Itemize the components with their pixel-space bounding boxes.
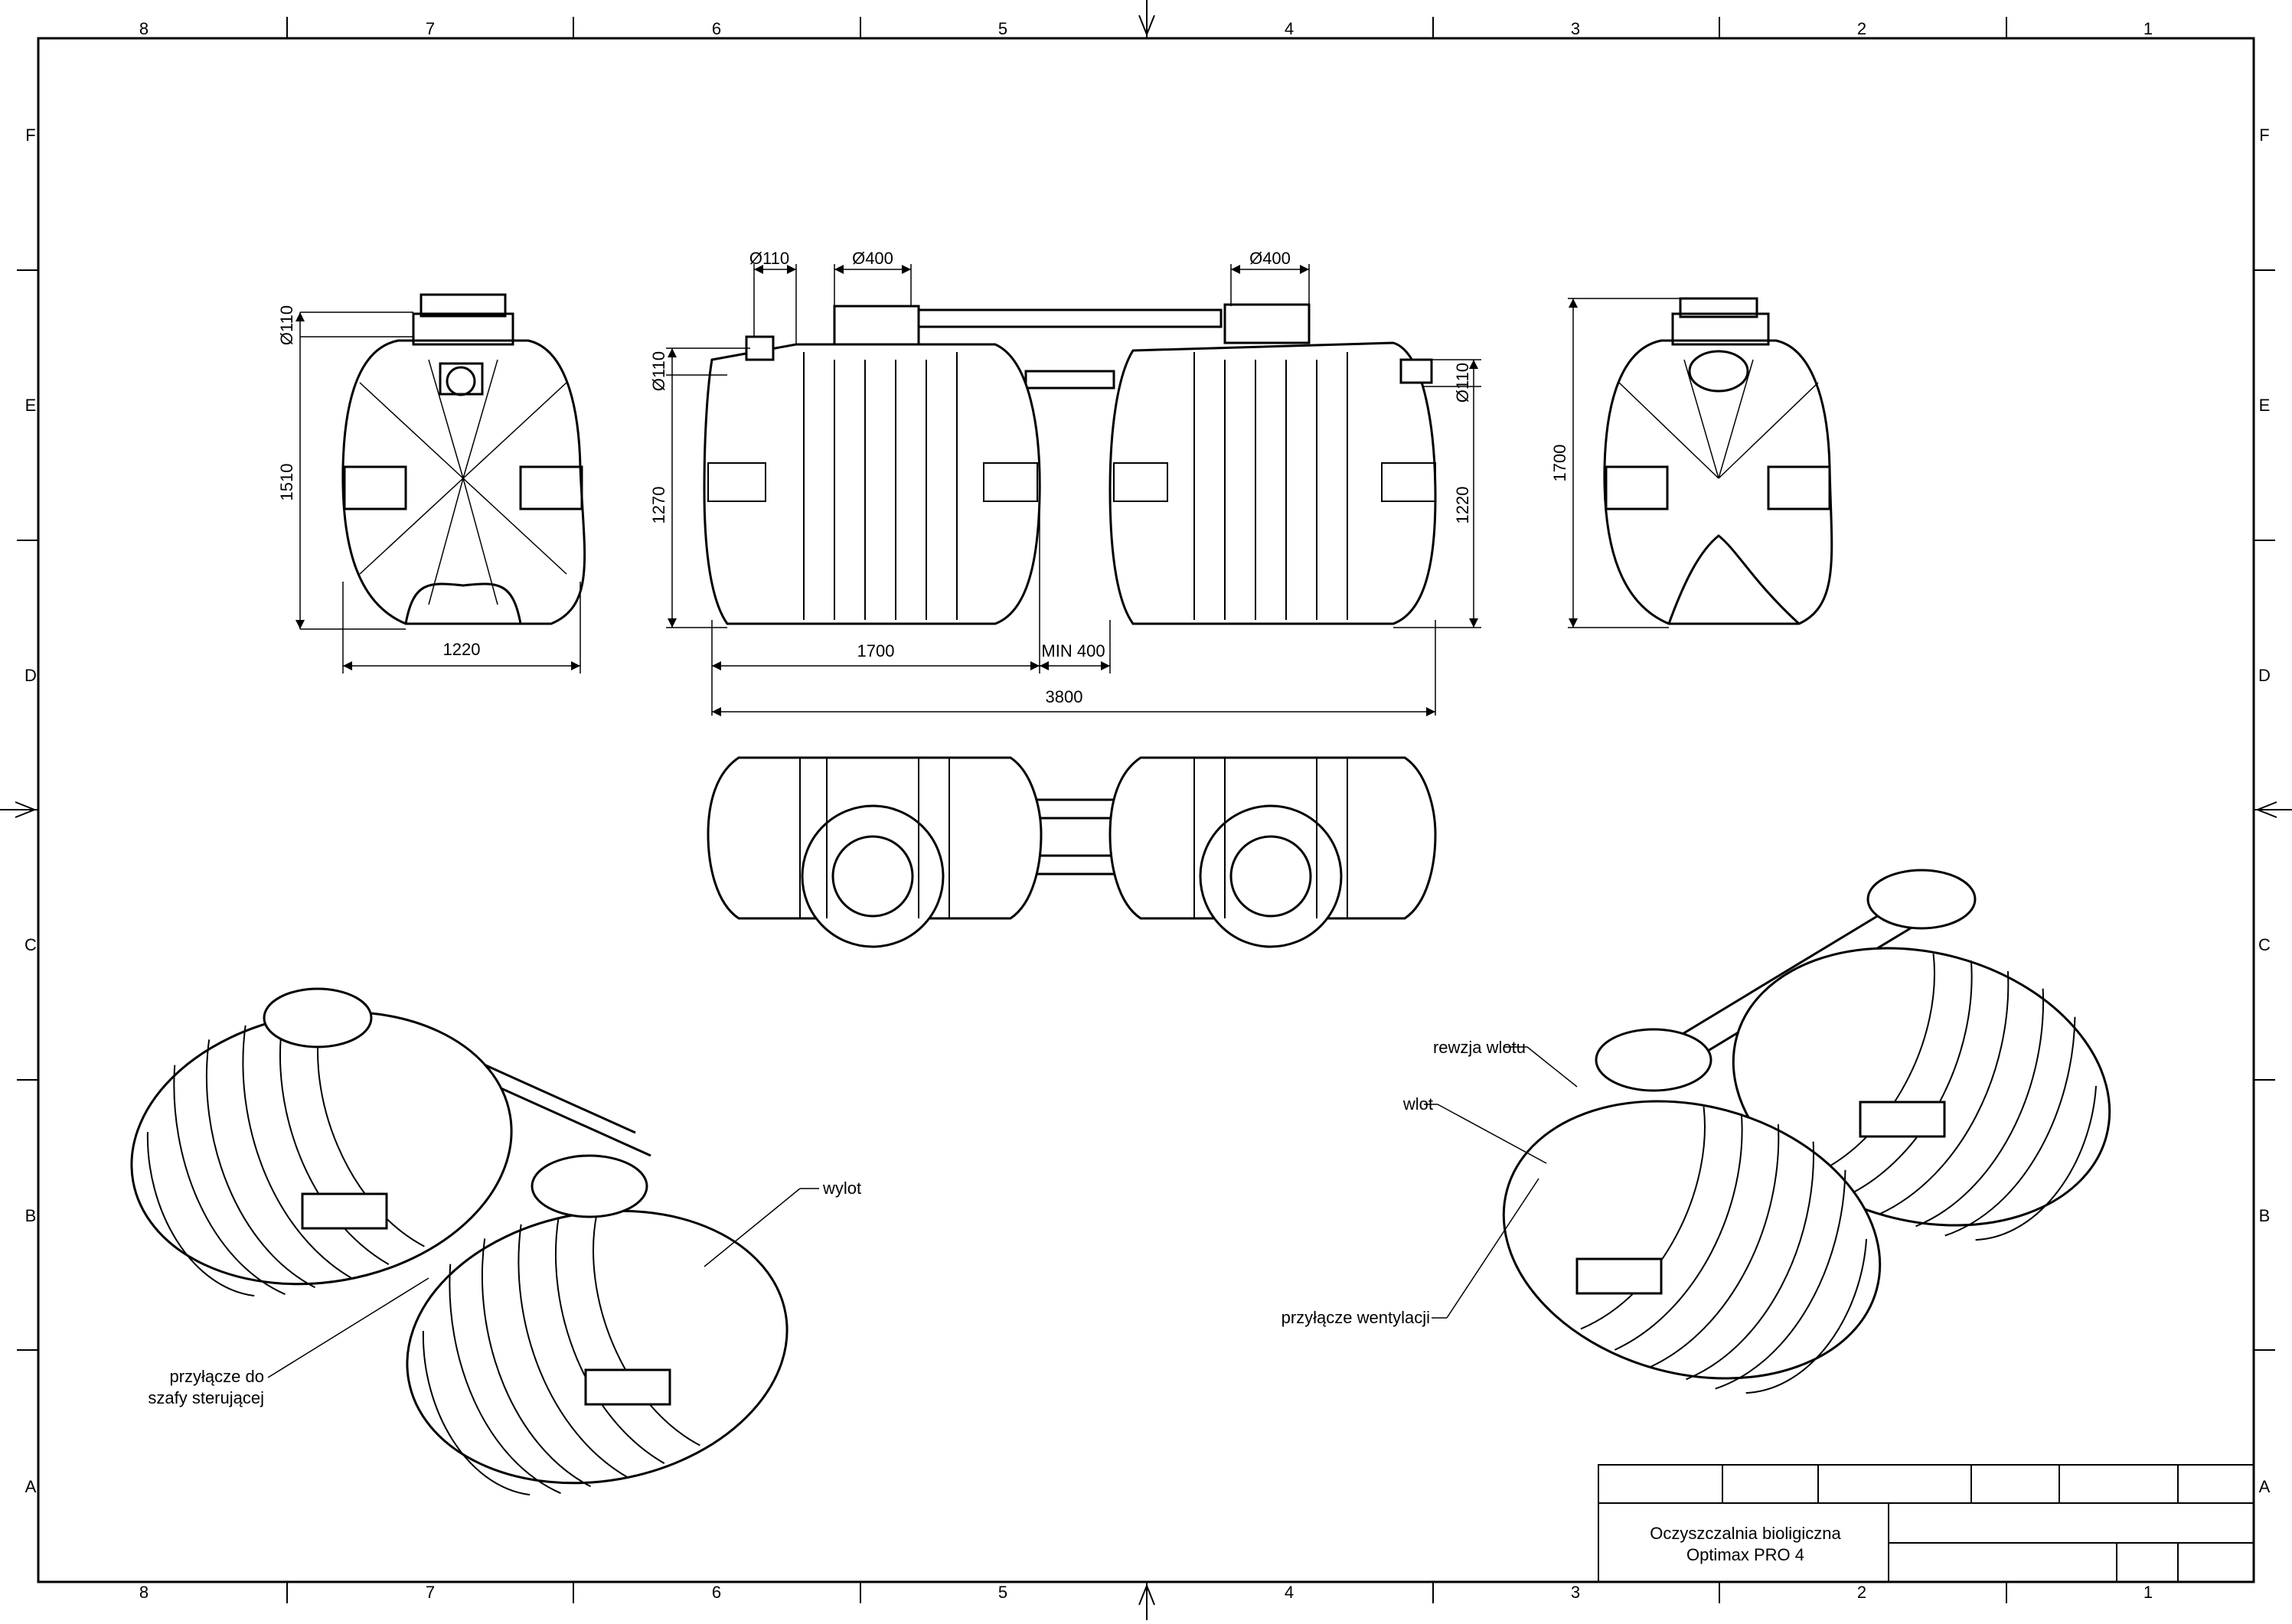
label-control-cabinet-1: przyłącze do xyxy=(169,1367,264,1386)
side-left-height-dim: 1270 xyxy=(649,487,668,524)
grid-col-label: 1 xyxy=(2143,19,2153,38)
grid-col-label: 7 xyxy=(426,19,435,38)
front-pipe-dim: Ø110 xyxy=(277,305,296,345)
label-control-cabinet-2: szafy sterującej xyxy=(148,1388,264,1407)
grid-row-label: D xyxy=(24,666,37,685)
front-view-dimensions xyxy=(295,311,581,673)
grid-col-label: 8 xyxy=(139,1583,149,1602)
grid-row-label: E xyxy=(25,396,37,415)
side-min-gap-dim: MIN 400 xyxy=(1041,641,1105,660)
side-right-hatch-dim: Ø400 xyxy=(1249,249,1291,268)
grid-col-label: 4 xyxy=(1285,19,1294,38)
side-total-length-dim: 3800 xyxy=(1046,687,1083,706)
grid-row-label: C xyxy=(24,935,37,954)
front-height-dim: 1510 xyxy=(277,464,296,501)
grid-row-label: F xyxy=(25,126,35,145)
side-left-pipe-dim: Ø110 xyxy=(649,351,668,391)
iso-view-right xyxy=(1470,869,2143,1424)
grid-col-label: 3 xyxy=(1571,19,1580,38)
grid-row-label: D xyxy=(2258,666,2271,685)
title-block xyxy=(1598,1464,2254,1583)
grid-col-label: 2 xyxy=(1857,1583,1866,1602)
grid-rows-right: F E D C B A xyxy=(2254,126,2275,1496)
grid-row-label: C xyxy=(2258,935,2271,954)
grid-row-label: E xyxy=(2259,396,2271,415)
side-view-dimensions xyxy=(666,264,1481,716)
label-ventilation: przyłącze wentylacji xyxy=(1281,1308,1430,1327)
grid-columns-top: 8 7 6 5 4 3 2 1 xyxy=(139,17,2153,38)
iso-right-leaders xyxy=(1424,1046,1578,1319)
grid-col-label: 4 xyxy=(1285,1583,1294,1602)
grid-rows-left: F E D C B A xyxy=(17,126,38,1496)
side-left-hatch-dim: Ø400 xyxy=(852,249,893,268)
front-view xyxy=(341,293,586,625)
grid-columns-bottom: 8 7 6 5 4 3 2 1 xyxy=(139,1582,2153,1603)
side-view xyxy=(703,303,1437,625)
grid-col-label: 3 xyxy=(1571,1583,1580,1602)
rear-view-dimensions xyxy=(1568,298,1680,628)
side-view-ribs xyxy=(707,352,1436,620)
grid-col-label: 6 xyxy=(712,19,721,38)
front-width-dim: 1220 xyxy=(443,640,481,659)
label-inlet-inspection: rewzja wlotu xyxy=(1433,1038,1526,1057)
grid-col-label: 1 xyxy=(2143,1583,2153,1602)
grid-row-label: A xyxy=(2259,1477,2271,1496)
grid-col-label: 5 xyxy=(998,19,1007,38)
grid-col-label: 7 xyxy=(426,1583,435,1602)
rear-height-dim: 1700 xyxy=(1550,445,1569,482)
rear-view xyxy=(1603,297,1833,625)
side-right-pipe-dim: Ø110 xyxy=(1453,363,1472,403)
grid-col-label: 6 xyxy=(712,1583,721,1602)
top-view-ribs xyxy=(799,758,1348,918)
label-outlet: wylot xyxy=(822,1179,861,1198)
grid-row-label: A xyxy=(25,1477,37,1496)
grid-row-label: F xyxy=(2259,126,2269,145)
grid-col-label: 8 xyxy=(139,19,149,38)
top-view xyxy=(707,756,1437,948)
grid-col-label: 2 xyxy=(1857,19,1866,38)
side-right-height-dim: 1220 xyxy=(1453,487,1472,524)
iso-view-left xyxy=(108,980,811,1518)
title-line-2: Optimax PRO 4 xyxy=(1686,1545,1804,1564)
side-tank-length-dim: 1700 xyxy=(857,641,895,660)
grid-row-label: B xyxy=(2259,1206,2271,1225)
grid-col-label: 5 xyxy=(998,1583,1007,1602)
iso-left-leaders xyxy=(267,1188,819,1378)
label-inlet: wlot xyxy=(1402,1094,1433,1114)
side-inlet-pipe-dim: Ø110 xyxy=(749,249,789,268)
grid-row-label: B xyxy=(25,1206,37,1225)
title-line-1: Oczyszczalnia bioligiczna xyxy=(1650,1524,1841,1543)
